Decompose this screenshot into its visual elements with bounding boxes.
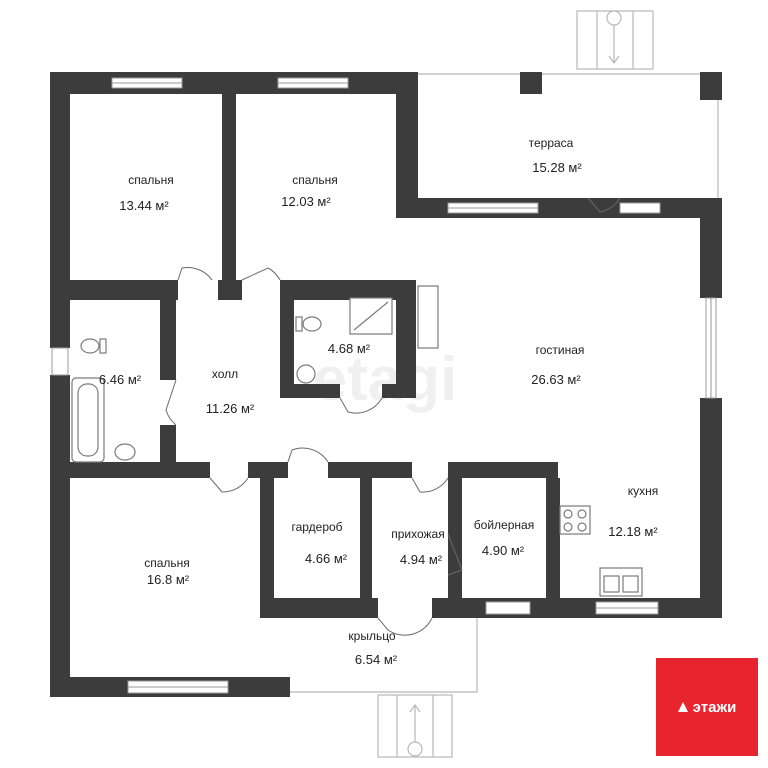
room-area: 4.90 м² xyxy=(482,543,525,558)
room-name: холл xyxy=(212,367,238,381)
room-name: спальня xyxy=(144,556,190,570)
room-bathroom: 6.46 м² xyxy=(99,372,142,387)
room-name: бойлерная xyxy=(474,518,534,532)
room-area: 26.63 м² xyxy=(531,372,581,387)
porch-outline xyxy=(288,612,478,693)
brand-logo: этажи xyxy=(656,658,758,756)
room-area: 12.03 м² xyxy=(281,194,331,209)
room-area: 4.94 м² xyxy=(400,552,443,567)
room-area: 6.46 м² xyxy=(99,372,142,387)
room-area: 4.66 м² xyxy=(305,551,348,566)
terrace-outline xyxy=(418,72,722,200)
house-icon xyxy=(677,702,688,712)
watermark-text: etagi xyxy=(313,345,458,414)
room-bedroom-2: спальня 12.03 м² xyxy=(281,173,337,209)
room-name: гардероб xyxy=(291,520,342,534)
room-area: 15.28 м² xyxy=(532,160,582,175)
room-wardrobe: гардероб 4.66 м² xyxy=(291,520,347,566)
room-name: кухня xyxy=(628,484,659,498)
windows xyxy=(51,77,717,694)
room-area: 16.8 м² xyxy=(147,572,190,587)
room-name: гостиная xyxy=(536,343,585,357)
room-wc: 4.68 м² xyxy=(328,341,371,356)
brand-name: этажи xyxy=(692,698,737,716)
room-entry: прихожая 4.94 м² xyxy=(391,527,444,567)
room-living: гостиная 26.63 м² xyxy=(531,343,584,387)
porch-steps xyxy=(377,694,453,758)
room-area: 11.26 м² xyxy=(206,401,255,416)
room-name: спальня xyxy=(128,173,174,187)
room-name: прихожая xyxy=(391,527,444,541)
room-area: 6.54 м² xyxy=(355,652,398,667)
room-hall: холл 11.26 м² xyxy=(206,367,255,416)
room-kitchen: кухня 12.18 м² xyxy=(608,484,658,539)
room-area: 12.18 м² xyxy=(608,524,658,539)
room-terrace: терраса 15.28 м² xyxy=(529,136,583,175)
room-labels: спальня 13.44 м² спальня 12.03 м² террас… xyxy=(99,136,658,667)
room-area: 13.44 м² xyxy=(119,198,169,213)
room-name: спальня xyxy=(292,173,338,187)
room-bedroom-3: спальня 16.8 м² xyxy=(144,556,190,587)
terrace-steps xyxy=(576,10,654,70)
room-area: 4.68 м² xyxy=(328,341,371,356)
room-boiler: бойлерная 4.90 м² xyxy=(474,518,534,558)
room-name: крыльцо xyxy=(348,629,396,643)
room-porch: крыльцо 6.54 м² xyxy=(348,629,397,667)
room-name: терраса xyxy=(529,136,574,150)
room-bedroom-1: спальня 13.44 м² xyxy=(119,173,173,213)
doors xyxy=(165,197,621,636)
fixtures xyxy=(71,285,643,597)
